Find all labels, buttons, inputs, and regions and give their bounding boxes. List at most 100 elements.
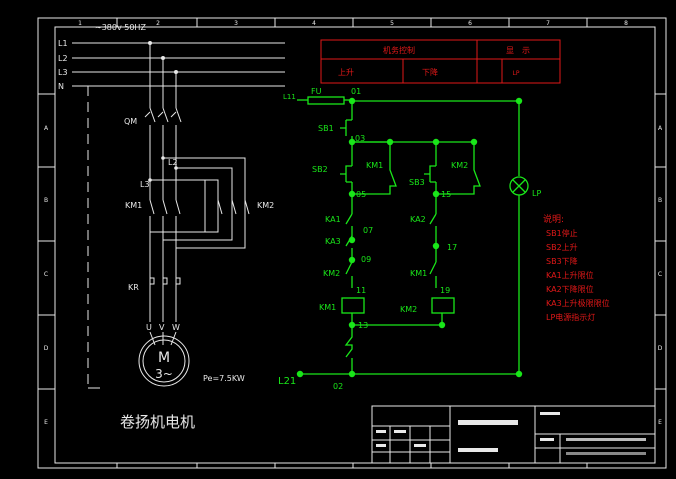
node-l11: L11 [283,93,296,101]
junction-dot [348,256,356,264]
node-03: 03 [355,134,365,143]
thermal-relay [149,277,181,322]
phase-label-l1: L1 [58,39,68,48]
table-cell-up: 上升 [338,68,354,77]
junction-dot [515,370,523,378]
km1-coil [341,297,365,314]
border-row-label: C [658,271,662,278]
border-col-label: 2 [156,20,160,27]
title-block [371,405,656,464]
phase-label-l2: L2 [58,54,68,63]
junction-dot [438,321,446,329]
ka1-limit [345,213,353,240]
table-header-control: 机务控制 [383,45,415,55]
notes-title: 说明: [543,213,564,225]
note-line: KA1上升限位 [546,270,594,280]
node-07: 07 [363,226,373,235]
l3-tap-label: L3 [140,180,150,189]
junction-dot [386,138,394,146]
lamp-label: LP [532,189,541,198]
border-row-label: E [658,419,662,426]
node-19: 19 [440,286,450,295]
note-line: KA3上升极限限位 [546,298,610,308]
phase-label-n: N [58,82,64,91]
border-col-label: 5 [390,20,394,27]
contactor-km2-label: KM2 [257,201,274,210]
motor-phase: 3~ [155,367,173,381]
junction-dot [296,370,304,378]
contactor-km1-label: KM1 [125,201,142,210]
sb1-label: SB1 [318,124,334,133]
junction-dot [348,138,356,146]
junction-dot [348,97,356,105]
border-row-label: A [44,125,49,132]
motor-power: Pe=7.5KW [203,374,245,383]
terminal-v: V [159,323,165,332]
terminal-w: W [172,323,180,332]
junction-dot [432,242,440,250]
fuse-label: FU [311,87,322,96]
km2-coil-label: KM2 [400,305,417,314]
note-line: SB2上升 [546,243,578,252]
sb1-stop-button [340,119,353,142]
junction-dot [515,97,523,105]
thermal-relay-label: KR [128,283,139,292]
border-row-label: D [658,345,663,352]
border-labels: 12345678AABBCCDDEEFF [44,20,663,426]
junction-dot [348,236,356,244]
border-row-label: B [44,197,48,204]
border-col-label: 7 [546,20,550,27]
thermal-relay-contact [344,325,353,374]
node-17: 17 [447,243,457,252]
node-05: 05 [356,190,366,199]
junction-dot [348,190,356,198]
border-row-label: E [44,419,48,426]
motor-letter: M [158,350,170,366]
sb2-up-button [340,165,352,183]
function-table: 机务控制 显 示 上升 下降 LP [320,39,561,84]
border-ticks [38,18,666,468]
ka2-label: KA2 [410,215,426,224]
note-line: LP电源指示灯 [546,312,595,322]
junction-dot [348,321,356,329]
km2-holding-label: KM2 [451,161,468,170]
node-11: 11 [356,286,366,295]
drawing-frame [37,17,667,469]
terminal-u: U [146,323,152,332]
motor-caption: 卷扬机电机 [120,413,195,431]
note-line: SB1停止 [546,228,578,238]
note-line: SB3下降 [546,256,578,266]
km2-main-contacts [217,199,250,215]
km2-interlock-label: KM2 [323,269,340,278]
border-col-label: 1 [78,20,82,27]
sb3-down-button [424,165,436,183]
km1-interlock-label: KM1 [410,269,427,278]
table-header-display: 显 示 [506,46,530,55]
breaker-label: QM [124,117,137,126]
table-cell-lamp: LP [513,70,520,77]
km1-coil-label: KM1 [319,303,336,312]
border-row-label: D [44,345,49,352]
border-row-label: B [658,197,662,204]
border-col-label: 3 [234,20,238,27]
border-row-label: A [658,125,663,132]
border-col-label: 6 [468,20,472,27]
sb2-label: SB2 [312,165,328,174]
junction-dot [348,370,356,378]
node-15: 15 [441,190,451,199]
ka1-label: KA1 [325,215,341,224]
supply-label: ~380v 50HZ [95,23,146,32]
ka3-label: KA3 [325,237,341,246]
km2-coil [431,297,455,314]
border-col-label: 8 [624,20,628,27]
note-line: KA2下降限位 [546,284,594,294]
power-circuit: ~380v 50HZ L1 L2 L3 N QM [58,23,285,431]
km2-interlock [345,261,353,288]
table-cell-down: 下降 [422,67,438,77]
junction-dot [432,138,440,146]
breaker-contacts [144,107,182,200]
l2-tap-label: L2 [168,158,178,167]
junction-dots [296,97,523,378]
notes-block: 说明: SB1停止 SB2上升 SB3下降 KA1上升限位 KA2下降限位 KA… [543,213,610,322]
